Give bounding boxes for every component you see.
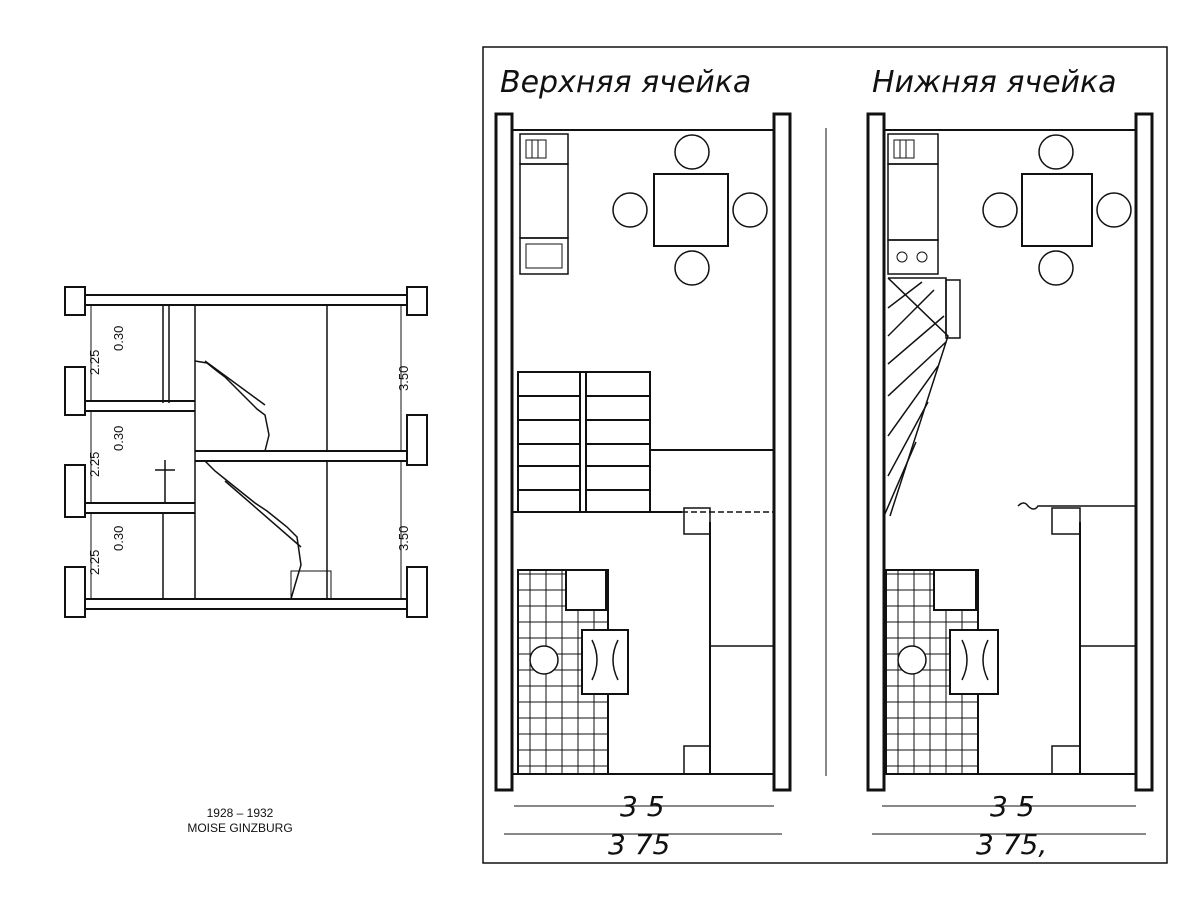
dim-floor1-height: 2.25 bbox=[87, 350, 102, 375]
lower-toilet bbox=[897, 645, 927, 675]
upper-toilet bbox=[529, 645, 559, 675]
lower-sink bbox=[887, 133, 939, 165]
lower-staircase bbox=[883, 277, 961, 517]
lower-cell-plan bbox=[866, 112, 1154, 835]
upper-cell-plan bbox=[494, 112, 827, 835]
lower-width-inner-dim: 3 5 bbox=[990, 790, 1035, 823]
upper-cell-title: Верхняя ячейка bbox=[500, 65, 751, 100]
upper-width-inner-dim: 3 5 bbox=[620, 790, 665, 823]
building-section-drawing: 2.25 0.30 2.25 0.30 2.25 0.30 3.50 3.50 bbox=[64, 286, 428, 618]
dim-floor2-height: 2.25 bbox=[87, 452, 102, 477]
drawing-caption: 1928 – 1932 MOISE GINZBURG bbox=[150, 806, 330, 836]
dim-floor2-slab: 0.30 bbox=[111, 426, 126, 451]
plans-frame bbox=[482, 46, 1168, 864]
caption-architect: MOISE GINZBURG bbox=[187, 821, 293, 835]
dim-floor3-height: 2.25 bbox=[87, 550, 102, 575]
lower-width-outer-dim: 3 75, bbox=[976, 828, 1047, 861]
upper-dining-table bbox=[653, 173, 729, 247]
section-stairs bbox=[155, 360, 332, 600]
dim-floor3-slab: 0.30 bbox=[111, 526, 126, 551]
floor-slabs bbox=[64, 286, 428, 618]
lower-cell-title: Нижняя ячейка bbox=[872, 65, 1117, 100]
lower-dining-table bbox=[1021, 173, 1093, 247]
section-walls bbox=[162, 305, 328, 599]
floor-plans-drawing: Верхняя ячейка Нижняя ячейка bbox=[482, 46, 1168, 864]
dim-floor1-slab: 0.30 bbox=[111, 326, 126, 351]
upper-staircase bbox=[517, 371, 774, 513]
upper-stove bbox=[519, 133, 569, 165]
dim-lower-height: 3.50 bbox=[396, 526, 411, 551]
upper-sink bbox=[519, 237, 569, 275]
upper-width-outer-dim: 3 75 bbox=[608, 828, 670, 861]
dim-upper-height: 3.50 bbox=[396, 366, 411, 391]
lower-stove bbox=[887, 239, 939, 275]
caption-years: 1928 – 1932 bbox=[206, 806, 274, 820]
